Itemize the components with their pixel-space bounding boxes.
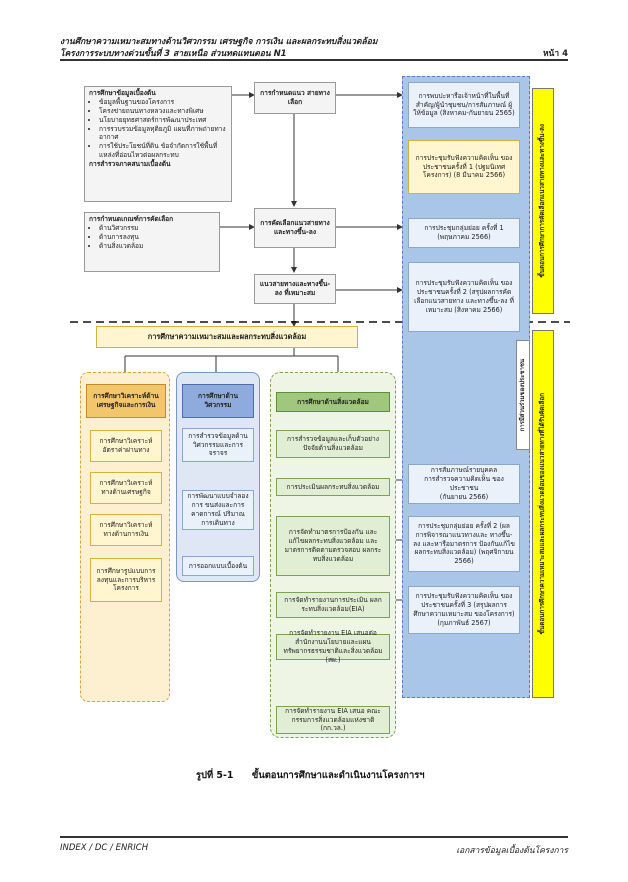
footer-left: INDEX / DC / ENRICH <box>60 843 149 853</box>
interview-survey-box: การสัมภาษณ์รายบุคคล การสำรวจความคิดเห็น … <box>408 464 520 504</box>
feasibility-study-title: การศึกษาความเหมาะสมและผลกระทบสิ่งแวดล้อม <box>96 326 358 348</box>
criteria-box: การกำหนดเกณฑ์การคัดเลือก ด้านวิศวกรรม ด้… <box>84 212 220 272</box>
environmental-item: การจัดทำรายงาน EIA เสนอต่อสำนักงานนโยบาย… <box>276 629 390 664</box>
baseline-item: การใช้ประโยชน์ที่ดิน ข้อจำกัดการใช้พื้นท… <box>99 142 227 160</box>
interview-line: การสัมภาษณ์รายบุคคล <box>430 466 498 475</box>
page-number: หน้า 4 <box>542 49 568 59</box>
selection-phase-text: ขั้นตอนการศึกษาการคัดเลือกแนวสายทางและทา… <box>539 124 547 278</box>
economic-column-title: การศึกษาวิเคราะห์ด้าน เศรษฐกิจและการเงิน <box>86 384 166 418</box>
participation-label: การมีส่วนร่วมของประชาชน <box>516 340 530 450</box>
engineering-column-title: การศึกษาด้าน วิศวกรรม <box>182 384 254 418</box>
economic-item: การศึกษาวิเคราะห์ อัตราค่าผ่านทาง <box>90 430 162 462</box>
criteria-item: ด้านสิ่งแวดล้อม <box>99 242 143 251</box>
header-rule <box>60 59 568 61</box>
public-hearing-2: การประชุมรับฟังความคิดเห็น ของประชาชนครั… <box>408 262 520 332</box>
baseline-item: นโยบายยุทธศาสตร์การพัฒนาประเทศ <box>99 116 227 125</box>
baseline-item: ข้อมูลพื้นฐานของโครงการ <box>99 98 227 107</box>
header-line1: งานศึกษาความเหมาะสมทางด้านวิศวกรรม เศรษฐ… <box>60 37 378 47</box>
baseline-study-title: การศึกษาข้อมูลเบื้องต้น <box>89 89 156 97</box>
environmental-item: การประเมินผลกระทบสิ่งแวดล้อม <box>276 478 390 496</box>
selection-phase-label: ขั้นตอนการศึกษาการคัดเลือกแนวสายทางและทา… <box>532 88 554 314</box>
criteria-item: ด้านการลงทุน <box>99 233 143 242</box>
meeting-local-officials: การพบปะหารือเจ้าหน้าที่ในพื้นที่ สำคัญ/ผ… <box>408 82 520 128</box>
economic-item: การศึกษาวิเคราะห์ ทางด้านเศรษฐกิจ <box>90 472 162 504</box>
engineering-item: การออกแบบเบื้องต้น <box>182 556 254 576</box>
economic-item: การศึกษารูปแบบการ ลงทุนและการบริหาร โครง… <box>90 558 162 602</box>
header-line2: โครงการระบบทางด่วนขั้นที่ 3 สายเหนือ ส่ว… <box>60 49 287 59</box>
focus-group-2: การประชุมกลุ่มย่อย ครั้งที่ 2 (ผลการพิจา… <box>408 516 520 572</box>
baseline-study-footer: การสำรวจภาคสนามเบื้องต้น <box>89 160 171 169</box>
focus-group-1: การประชุมกลุ่มย่อย ครั้งที่ 1 (พฤษภาคม 2… <box>408 218 520 248</box>
feasibility-phase-text: ขั้นตอนการศึกษาความเหมาะสมและผลกระทบสิ่ง… <box>539 393 547 635</box>
baseline-item: โครงข่ายถนนทางหลวงและทางพิเศษ <box>99 107 227 116</box>
step-define-alignment: การกำหนดแนว สายทางเลือก <box>254 82 336 114</box>
feasibility-phase-label: ขั้นตอนการศึกษาความเหมาะสมและผลกระทบสิ่ง… <box>532 330 554 698</box>
survey-line: การสำรวจความคิดเห็น ของประชาชน <box>424 475 504 492</box>
environmental-item: การจัดทำรายงานการประเมิน ผลกระทบสิ่งแวดล… <box>276 592 390 618</box>
environmental-item: การจัดทำรายงาน EIA เสนอ คณะกรรมการสิ่งแว… <box>276 706 390 734</box>
environmental-item: การจัดทำมาตรการป้องกัน และแก้ไขผลกระทบสิ… <box>276 516 390 576</box>
public-hearing-3: การประชุมรับฟังความคิดเห็น ของประชาชนครั… <box>408 586 520 634</box>
footer-right: เอกสารข้อมูลเบื้องต้นโครงการ <box>456 846 568 856</box>
criteria-title: การกำหนดเกณฑ์การคัดเลือก <box>89 215 174 223</box>
participation-text: การมีส่วนร่วมของประชาชน <box>519 358 527 432</box>
footer-rule <box>60 836 568 838</box>
environmental-item: การสำรวจข้อมูลและเก็บตัวอย่าง ปัจจัยด้าน… <box>276 430 390 458</box>
step-suitable-alignment: แนวสายทางและทางขึ้น-ลง ที่เหมาะสม <box>254 274 336 304</box>
baseline-item: การรวบรวมข้อมูลทุติยภูมิ แผนที่ภาพถ่ายทา… <box>99 125 227 143</box>
survey-date: (กันยายน 2566) <box>439 492 489 501</box>
figure-number: รูปที่ 5-1 <box>196 770 234 781</box>
figure-title: ขั้นตอนการศึกษาและดำเนินงานโครงการฯ <box>251 770 425 781</box>
engineering-item: การพัฒนาแบบจำลองการ ขนส่งและการคาดการณ์ … <box>182 490 254 530</box>
step-select-alignment: การคัดเลือกแนวสายทาง และทางขึ้น-ลง <box>254 208 336 248</box>
environmental-column-title: การศึกษาด้านสิ่งแวดล้อม <box>276 392 390 412</box>
public-hearing-1: การประชุมรับฟังความคิดเห็น ของประชาชนครั… <box>408 140 520 194</box>
figure-caption: รูปที่ 5-1 ขั้นตอนการศึกษาและดำเนินงานโค… <box>196 768 425 783</box>
criteria-item: ด้านวิศวกรรม <box>99 224 143 233</box>
engineering-item: การสำรวจข้อมูลด้าน วิศวกรรมและการจราจร <box>182 428 254 462</box>
economic-item: การศึกษาวิเคราะห์ ทางด้านการเงิน <box>90 514 162 546</box>
baseline-study-box: การศึกษาข้อมูลเบื้องต้น ข้อมูลพื้นฐานของ… <box>84 86 232 202</box>
